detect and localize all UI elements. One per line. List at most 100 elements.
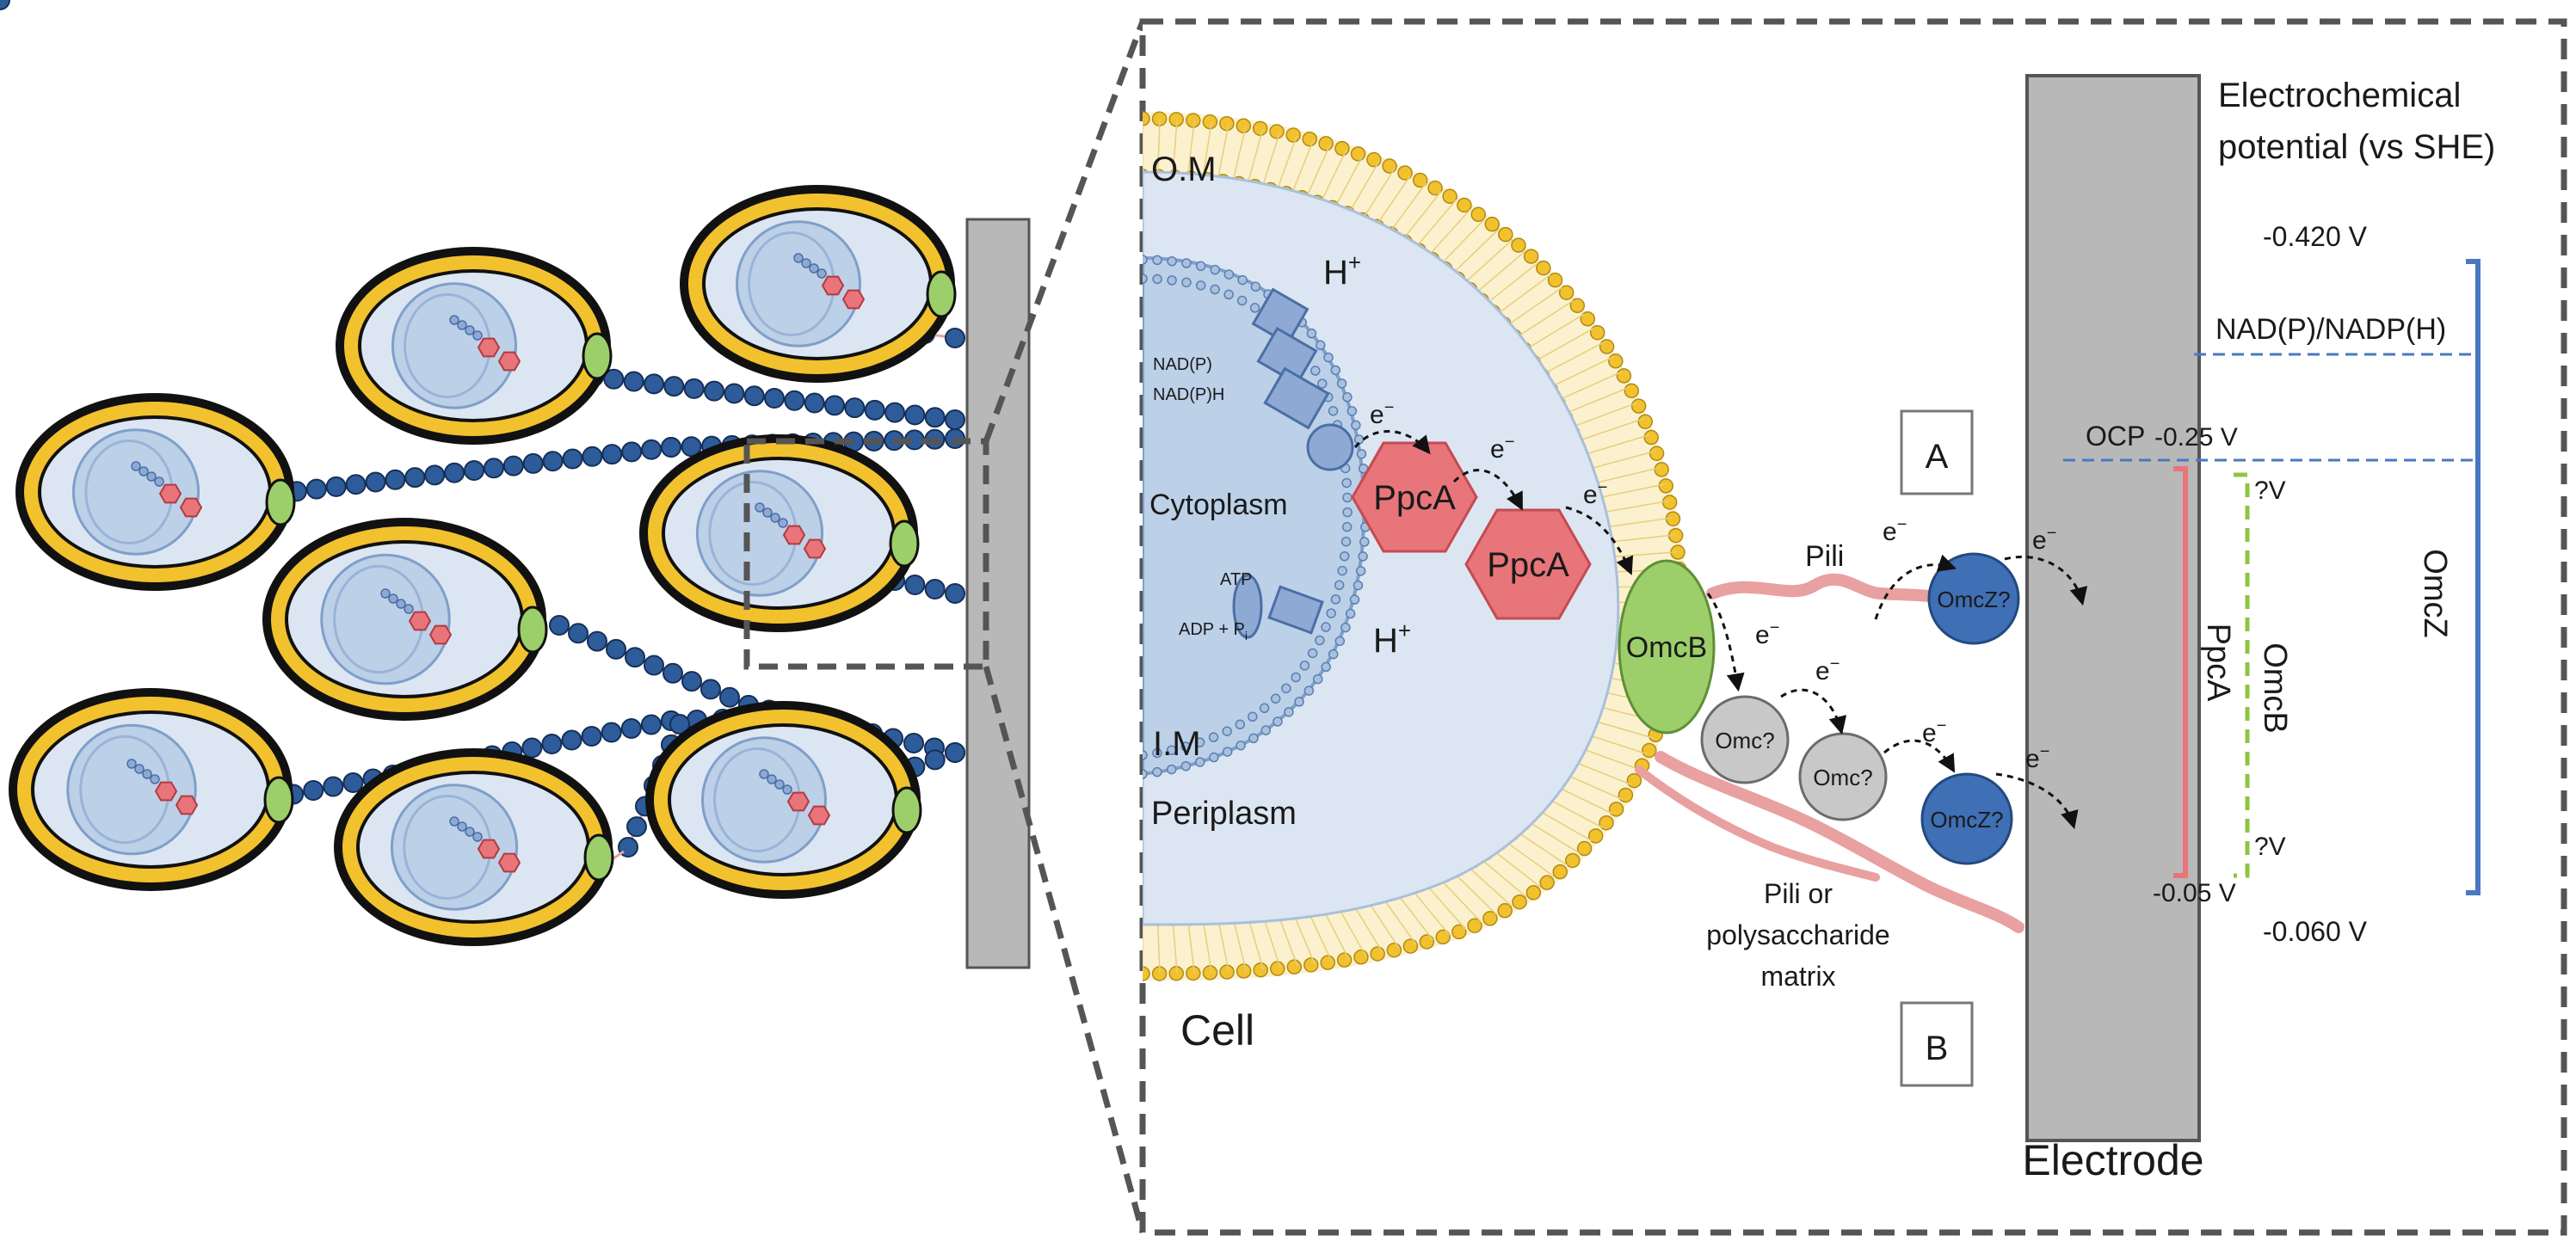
lipid-head	[1270, 693, 1281, 704]
nanowire-bead	[924, 749, 946, 771]
lipid-head	[1330, 594, 1341, 605]
lipid-head	[1236, 118, 1252, 134]
lipid-head	[1166, 745, 1177, 755]
omcb-small	[517, 606, 548, 654]
nanowire-bead	[903, 733, 924, 753]
ppca-label-1: PpcA	[1373, 479, 1456, 517]
omcb-small	[926, 270, 957, 318]
lipid-head	[1269, 124, 1285, 139]
zoom-line-bottom	[983, 666, 1146, 1233]
nanowire-bead	[924, 579, 946, 599]
v-top-label: -0.420 V	[2263, 221, 2368, 252]
lipid-head	[1143, 750, 1148, 760]
nanowire-bead	[644, 373, 664, 395]
left-electrode	[965, 218, 1031, 969]
h-plus-top: H+	[1323, 249, 1361, 292]
nanowire-bead	[541, 734, 563, 754]
nanowire-bead	[342, 772, 364, 793]
pili-lower	[1655, 751, 2024, 933]
lipid-head	[1321, 622, 1331, 632]
lipid-head	[1442, 188, 1457, 205]
lipid-head	[1315, 340, 1326, 351]
lipid-head	[1342, 507, 1353, 518]
ppca-hexagon-small	[782, 525, 806, 545]
pili-or-label: Pili or	[1764, 878, 1833, 909]
omcz-lower	[1920, 772, 2013, 865]
lipid-head	[1285, 127, 1301, 143]
lipid-head	[1286, 959, 1303, 974]
lipid-head	[1235, 719, 1246, 730]
nanowire-bead	[323, 776, 344, 797]
lipid-head	[1236, 740, 1246, 751]
lipid-head	[1236, 295, 1248, 306]
nanowire-bead	[724, 383, 745, 404]
lipid-head	[1210, 264, 1220, 275]
lipid-head	[1248, 733, 1259, 744]
nanowire-bead	[661, 437, 681, 458]
lipid-head	[1222, 726, 1232, 736]
pili-lower-2	[1635, 765, 1880, 882]
nadph-label: NAD(P)H	[1153, 385, 1224, 404]
lipid-head	[1525, 885, 1542, 901]
biofilm-overview	[0, 0, 965, 946]
electron-label: e−	[1583, 478, 1607, 509]
ppca-hexagon-small	[154, 781, 178, 802]
pili-upper	[1706, 573, 1959, 606]
lipid-head	[1470, 206, 1487, 223]
lipid-head	[1202, 965, 1218, 981]
omcz-upper	[1927, 552, 2020, 645]
lipid-head	[1552, 864, 1568, 880]
nanowire-bead	[662, 662, 683, 684]
lipid-head	[1299, 661, 1310, 671]
nanowire-bead	[325, 476, 347, 497]
nanowire-bead	[681, 436, 702, 458]
lipid-head	[1152, 766, 1162, 778]
bacterial-cell	[336, 247, 613, 445]
ppca-hexagon-small	[841, 289, 866, 310]
ppca-hexagon-small	[786, 791, 810, 812]
omcb-bottom-unknown: ?V	[2254, 833, 2286, 861]
lipid-head	[1166, 764, 1177, 775]
lipid-head	[1339, 550, 1350, 562]
nanowire-bead	[606, 638, 626, 660]
lipid-head	[1624, 383, 1640, 399]
lipid-head	[1359, 537, 1370, 547]
lipid-head	[1412, 172, 1428, 188]
lipid-head	[1249, 303, 1260, 313]
nanowire-bead	[581, 726, 602, 747]
adp-label: ADP + Pi	[1179, 620, 1248, 642]
lipid-head	[1576, 840, 1593, 857]
nanowire-bead	[904, 404, 926, 426]
ppca-hexagon-small	[477, 839, 501, 859]
nanowire-bead	[640, 714, 662, 735]
ppca-hexagon-small	[477, 337, 501, 358]
matrix-label: matrix	[1760, 961, 1835, 992]
lipid-head	[1654, 462, 1669, 477]
nanowire-bead	[824, 395, 845, 416]
lipid-head	[1353, 580, 1364, 591]
nanowire-bead	[945, 409, 965, 430]
nanowire-bead	[625, 647, 645, 668]
lipid-head	[1323, 352, 1334, 363]
nanowire-bead	[345, 474, 367, 495]
lipid-head	[1608, 353, 1624, 369]
ppca-hexagon-small	[497, 351, 521, 372]
omcb-small	[889, 519, 920, 568]
omc-label-2: Omc?	[1813, 765, 1872, 790]
lipid-head	[1321, 661, 1331, 673]
nanowire-bead	[542, 451, 564, 472]
nanowire-bead	[521, 737, 543, 759]
lipid-head	[1512, 894, 1527, 910]
nanowire-bead	[549, 615, 570, 636]
lipid-head	[1523, 249, 1539, 264]
lipid-head	[1303, 957, 1319, 973]
lipid-head	[1180, 761, 1192, 772]
lipid-head	[1427, 180, 1443, 196]
lipid-head	[1253, 962, 1268, 978]
lipid-head	[1649, 446, 1665, 461]
lipid-head	[1402, 938, 1419, 954]
omcb-small	[891, 786, 922, 834]
pili-label: Pili	[1805, 540, 1844, 573]
inner-membrane-label: I.M	[1153, 725, 1201, 763]
lipid-head	[1498, 226, 1513, 243]
